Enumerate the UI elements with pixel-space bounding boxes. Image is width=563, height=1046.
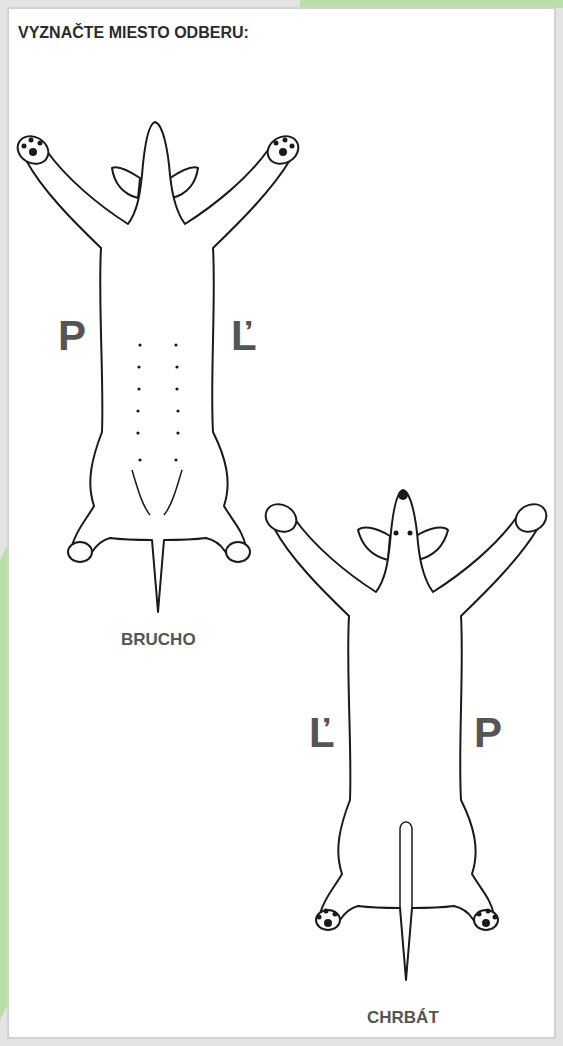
side-letter: P [474, 712, 502, 754]
side-letter: Ľ [309, 712, 335, 754]
view-caption: CHRBÁT [367, 1008, 439, 1028]
side-letter: Ľ [231, 315, 257, 357]
view-caption: BRUCHO [121, 630, 196, 650]
side-letter: P [58, 315, 86, 357]
section-title: VYZNAČTE MIESTO ODBERU: [18, 24, 249, 42]
